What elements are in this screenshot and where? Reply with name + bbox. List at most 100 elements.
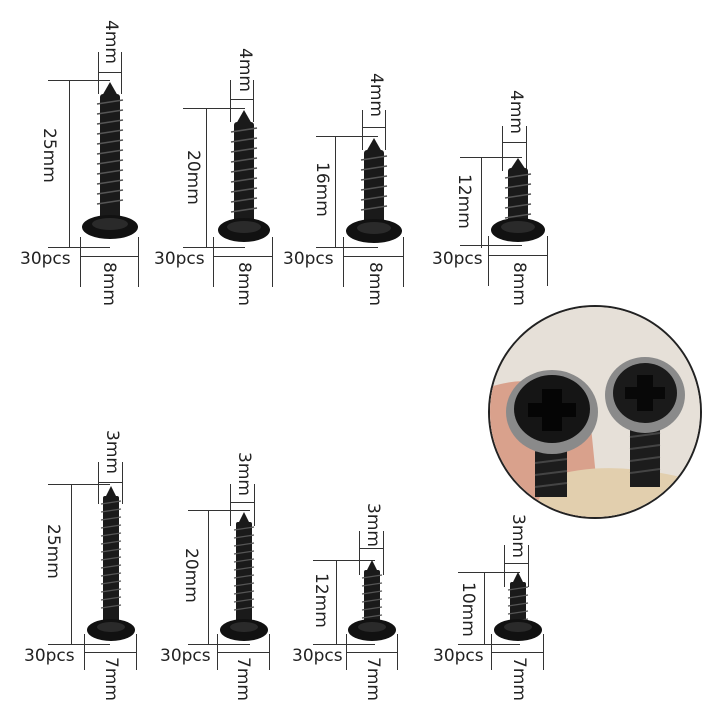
screw-image: [346, 138, 402, 243]
thread-label: 3mm: [508, 514, 528, 558]
length-label: 12mm: [454, 174, 474, 229]
head-line: [491, 652, 544, 653]
length-top-tick: [313, 560, 375, 561]
closeup-image: [490, 307, 700, 517]
length-label: 25mm: [39, 128, 59, 183]
quantity-label: 30pcs: [160, 646, 211, 666]
head-label: 8mm: [99, 262, 119, 306]
thread-tick-right: [526, 126, 527, 171]
length-top-tick: [188, 510, 250, 511]
thread-label: 4mm: [366, 73, 386, 117]
thread-tick-right: [121, 52, 122, 94]
closeup-photo: [488, 305, 702, 519]
head-line: [213, 256, 273, 257]
length-line: [206, 108, 207, 248]
head-line: [217, 652, 270, 653]
quantity-label: 30pcs: [20, 249, 71, 269]
head-label: 8mm: [509, 262, 529, 306]
thread-tick-left: [362, 110, 363, 150]
thread-tick-left: [504, 545, 505, 587]
length-line: [69, 80, 70, 248]
length-bottom-tick: [188, 644, 250, 645]
length-line: [208, 510, 209, 644]
quantity-label: 30pcs: [154, 249, 205, 269]
head-tick-right: [547, 236, 548, 286]
screw-image: [220, 512, 268, 641]
length-label: 10mm: [458, 582, 478, 637]
length-top-tick: [48, 80, 110, 81]
length-label: 12mm: [311, 573, 331, 628]
quantity-label: 30pcs: [283, 249, 334, 269]
head-line: [84, 652, 137, 653]
thread-tick-left: [98, 462, 99, 504]
screw-image: [491, 158, 545, 242]
head-line: [488, 255, 548, 256]
head-tick-right: [403, 237, 404, 287]
length-bottom-tick: [460, 245, 522, 246]
thread-label: 4mm: [506, 90, 526, 134]
length-line: [335, 136, 336, 248]
length-label: 20mm: [181, 548, 201, 603]
screw-image: [218, 110, 270, 242]
length-top-tick: [458, 572, 520, 573]
length-label: 16mm: [312, 162, 332, 217]
thread-line: [98, 72, 122, 73]
head-tick-left: [343, 237, 344, 287]
thread-line: [504, 563, 529, 564]
screw-image: [87, 486, 135, 641]
thread-label: 3mm: [234, 452, 254, 496]
length-line: [71, 484, 72, 644]
length-label: 25mm: [43, 524, 63, 579]
length-bottom-tick: [316, 247, 378, 248]
thread-tick-right: [528, 545, 529, 587]
thread-tick-right: [383, 531, 384, 575]
length-bottom-tick: [48, 644, 110, 645]
quantity-label: 30pcs: [24, 646, 75, 666]
length-top-tick: [183, 108, 245, 109]
head-label: 7mm: [101, 657, 121, 701]
head-tick-left: [488, 236, 489, 286]
thread-line: [359, 548, 384, 549]
length-bottom-tick: [183, 247, 245, 248]
head-tick-left: [213, 237, 214, 287]
length-label: 20mm: [183, 150, 203, 205]
thread-line: [230, 502, 255, 503]
thread-label: 4mm: [235, 48, 255, 92]
length-top-tick: [460, 157, 522, 158]
thread-tick-left: [230, 80, 231, 122]
quantity-label: 30pcs: [292, 646, 343, 666]
head-tick-left: [80, 237, 81, 287]
length-top-tick: [316, 136, 378, 137]
head-tick-right: [138, 237, 139, 287]
thread-tick-left: [98, 52, 99, 94]
head-label: 7mm: [509, 657, 529, 701]
screw-image: [494, 572, 542, 641]
screw-image: [82, 82, 138, 239]
head-label: 7mm: [233, 657, 253, 701]
head-line: [346, 652, 398, 653]
head-label: 8mm: [234, 262, 254, 306]
length-line: [484, 572, 485, 644]
length-bottom-tick: [48, 247, 110, 248]
quantity-label: 30pcs: [433, 646, 484, 666]
thread-tick-left: [359, 531, 360, 575]
head-tick-right: [272, 237, 273, 287]
thread-label: 3mm: [102, 430, 122, 474]
screw-image: [348, 560, 396, 641]
length-top-tick: [48, 484, 110, 485]
thread-line: [98, 482, 123, 483]
thread-tick-right: [122, 462, 123, 504]
thread-tick-right: [254, 484, 255, 526]
thread-tick-left: [502, 126, 503, 171]
thread-tick-right: [253, 80, 254, 122]
thread-label: 4mm: [101, 20, 121, 64]
thread-label: 3mm: [363, 503, 383, 547]
length-bottom-tick: [313, 644, 375, 645]
head-line: [343, 256, 404, 257]
thread-line: [230, 99, 254, 100]
length-line: [481, 157, 482, 248]
quantity-label: 30pcs: [432, 249, 483, 269]
length-line: [336, 560, 337, 644]
head-label: 8mm: [365, 262, 385, 306]
length-bottom-tick: [458, 644, 520, 645]
